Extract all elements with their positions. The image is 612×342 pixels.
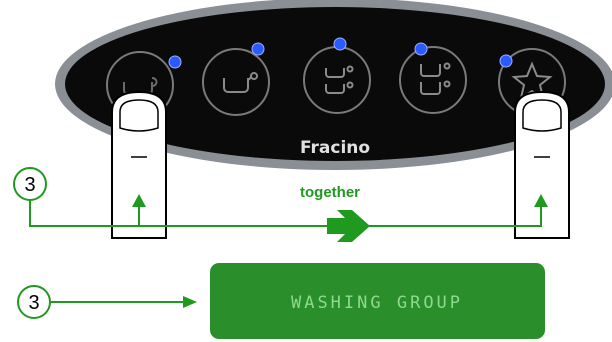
button-large-cup[interactable]	[202, 42, 270, 116]
connector-line	[29, 200, 542, 227]
step-number: 3	[24, 174, 35, 196]
fingernail	[119, 99, 159, 132]
button-two-large-cups[interactable]	[399, 42, 467, 114]
led-indicator	[168, 55, 182, 69]
panel-face	[65, 7, 605, 161]
press-together-arrows: 3 together	[13, 167, 548, 242]
arrowhead	[183, 296, 197, 308]
arrowhead-left	[132, 194, 146, 207]
fingernail	[522, 99, 562, 132]
brand-name: Fracino	[300, 138, 370, 158]
led-indicator	[251, 42, 265, 56]
button-two-small-cups[interactable]	[303, 37, 371, 114]
arrowhead-right	[534, 194, 548, 207]
star-icon	[511, 61, 553, 101]
control-panel: Fracino	[55, 0, 612, 170]
two-large-cups-icon	[420, 62, 451, 95]
step-number: 3	[28, 292, 39, 314]
two-small-cups-icon	[325, 65, 354, 94]
led-indicator	[499, 54, 513, 68]
led-indicator	[414, 42, 428, 56]
right-finger	[514, 90, 570, 239]
led-indicator	[333, 37, 347, 51]
left-finger	[111, 90, 167, 239]
brand-logo: Fracino	[300, 138, 370, 158]
together-arrow-icon	[327, 210, 370, 242]
large-cup-icon	[223, 72, 258, 93]
display-message: WASHING GROUP	[291, 293, 463, 313]
display-step: 3	[17, 285, 197, 319]
lcd-display: WASHING GROUP	[210, 263, 545, 339]
together-label: together	[300, 184, 360, 201]
